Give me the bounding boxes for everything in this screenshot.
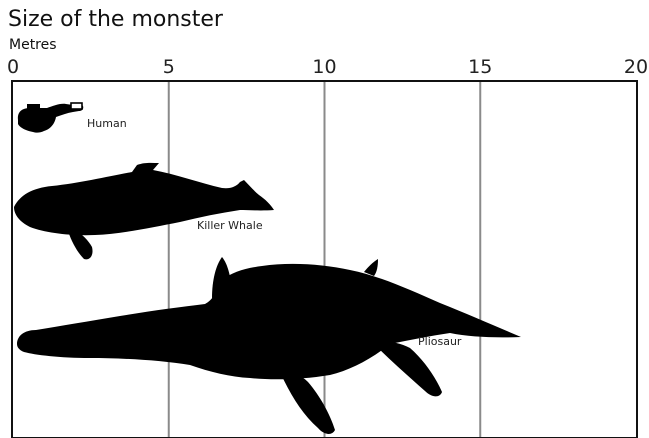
human-silhouette — [18, 103, 83, 133]
x-tick-label-15: 15 — [468, 56, 492, 78]
x-tick-labels: 0 5 10 15 20 — [7, 56, 648, 78]
x-tick-label-20: 20 — [624, 56, 648, 78]
x-tick-label-10: 10 — [312, 56, 336, 78]
killer-whale-silhouette — [14, 163, 274, 260]
animal-label-human: Human — [87, 117, 127, 130]
x-tick-label-5: 5 — [163, 56, 175, 78]
animal-label-pliosaur: Pliosaur — [418, 335, 462, 348]
animal-label-killer-whale: Killer Whale — [197, 219, 263, 232]
x-tick-label-0: 0 — [7, 56, 19, 78]
